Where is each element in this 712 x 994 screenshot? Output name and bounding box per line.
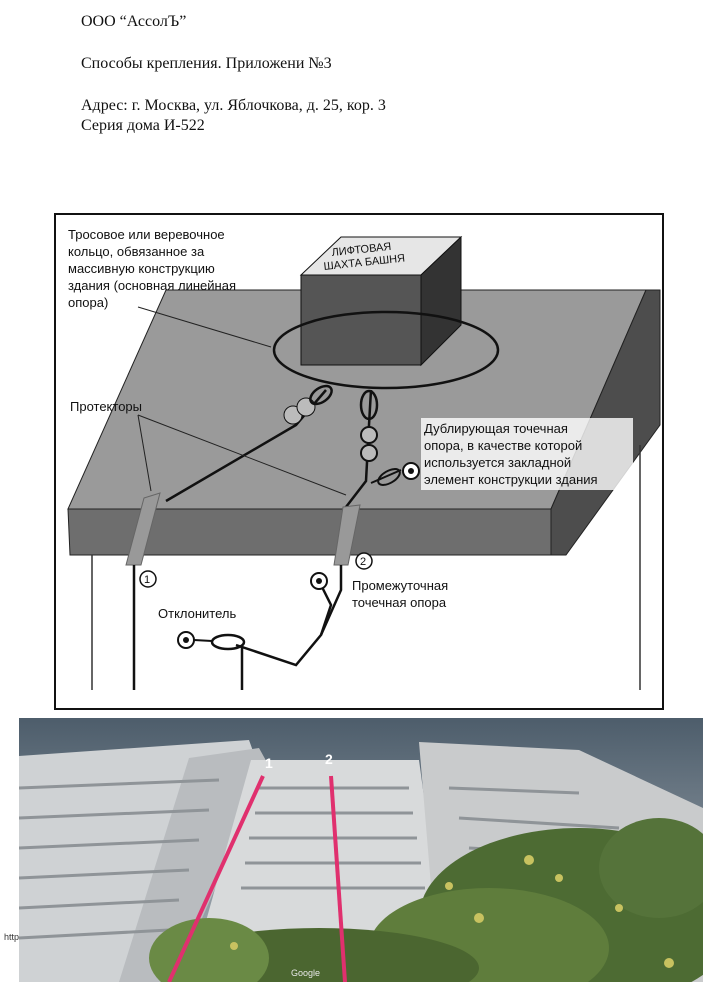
address-line: Адрес: г. Москва, ул. Яблочкова, д. 25, … — [81, 97, 386, 114]
marker-2: 2 — [360, 556, 366, 568]
backup-line-2: опора, в качестве которой — [424, 438, 582, 453]
fastening-diagram: ЛИФТОВАЯ ШАХТА БАШНЯ 1 — [54, 213, 664, 710]
callout-line-ring — [137, 306, 272, 348]
deflector-sling — [193, 639, 213, 642]
protector-2 — [333, 504, 361, 566]
backup-rope — [370, 469, 402, 484]
chain-link-2 — [360, 426, 378, 444]
callout-main-line-1: Тросовое или веревочное — [68, 227, 225, 242]
carabiner-2 — [377, 468, 401, 486]
backup-anchor-dot — [408, 468, 414, 474]
marking-label-1: 1 — [265, 755, 273, 771]
tree-foliage — [149, 818, 703, 982]
building-left-shadow — [119, 748, 269, 982]
intermediate-line-1: Промежуточная — [352, 578, 448, 593]
callout-main-line-2: кольцо, обвязанное за — [68, 244, 205, 259]
chain-link-1 — [359, 389, 379, 421]
intermediate-text: Промежуточная точечная опора — [352, 578, 448, 610]
rope-link-2 — [296, 397, 316, 417]
diagram-drawing: ЛИФТОВАЯ ШАХТА БАШНЯ 1 — [67, 227, 661, 690]
descending-rope-3 — [319, 584, 333, 636]
building-photo-drawing: 1 2 Google — [19, 718, 703, 982]
building-photo: 1 2 Google — [19, 718, 703, 982]
document-header: ООО “АссолЪ” Способы крепления. Приложен… — [81, 12, 386, 136]
deflector-anchor-dot — [183, 637, 189, 643]
rope-ring — [272, 310, 500, 390]
shaft-side — [420, 235, 462, 367]
marking-line-1 — [167, 775, 265, 982]
marker-circle-1 — [139, 570, 157, 588]
carabiner-1 — [309, 384, 333, 406]
window-bands — [19, 778, 660, 940]
backup-label-background — [421, 418, 633, 490]
deflector-label: Отклонитель — [158, 606, 236, 621]
callout-main-text: Тросовое или веревочное кольцо, обвязанн… — [68, 227, 236, 310]
deflector-carabiner — [210, 633, 246, 651]
callout-main-line-4: здания (основная линейная — [68, 278, 236, 293]
backup-line-1: Дублирующая точечная — [424, 421, 568, 436]
intermediate-anchor-dot — [316, 578, 322, 584]
marking-line-2 — [329, 775, 347, 982]
rope-line-1 — [165, 389, 327, 503]
protector-1 — [125, 492, 161, 566]
document-subject: Способы крепления. Приложени №3 — [81, 55, 332, 72]
edge-text: http — [4, 932, 20, 942]
backup-line-4: элемент конструкции здания — [424, 472, 598, 487]
callout-line-protector-2 — [137, 414, 347, 496]
marker-circle-2 — [355, 552, 373, 570]
backup-line-3: используется закладной — [424, 455, 571, 470]
callout-line-protector-1 — [137, 414, 152, 492]
company-name: ООО “АссолЪ” — [81, 13, 187, 30]
chain-link-3 — [360, 444, 378, 462]
callout-main-line-5: опора) — [68, 295, 108, 310]
callout-main-line-3: массивную конструкцию — [68, 261, 215, 276]
marker-1: 1 — [144, 574, 150, 586]
apples — [230, 855, 674, 968]
backup-anchor-text: Дублирующая точечная опора, в качестве к… — [424, 421, 598, 487]
building-series: Серия дома И-522 — [81, 117, 205, 134]
marking-label-2: 2 — [325, 751, 333, 767]
google-watermark: Google — [291, 968, 320, 978]
intermediate-line-2: точечная опора — [352, 595, 447, 610]
protectors-label: Протекторы — [70, 399, 142, 414]
